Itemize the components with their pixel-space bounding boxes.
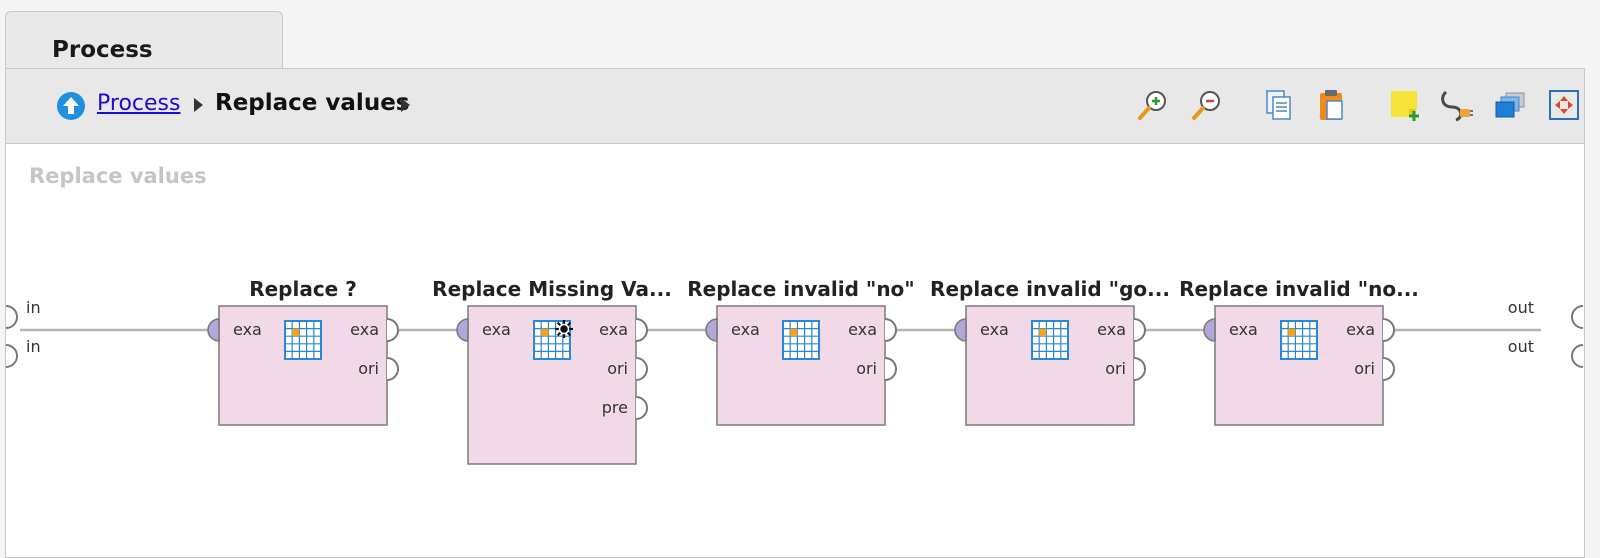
operator-input-port-label: exa — [731, 320, 760, 339]
operator-title: Replace invalid "go... — [930, 277, 1170, 301]
example-set-table-icon — [1031, 320, 1069, 360]
process-output-port[interactable] — [1571, 344, 1584, 368]
copy-icon[interactable] — [1260, 87, 1296, 123]
arrange-layers-icon[interactable] — [1492, 87, 1528, 123]
process-canvas[interactable]: Replace values Replace ? Replace Missing … — [6, 144, 1584, 557]
process-flow[interactable]: in in out out exa exa ori exa exa ori pre exa exa ori… — [6, 144, 1584, 554]
operator-output-port-label: exa — [1097, 320, 1126, 339]
operator-output-port-label: ori — [856, 359, 877, 378]
operator-output-port[interactable] — [1382, 318, 1395, 342]
operator-output-port[interactable] — [635, 318, 648, 342]
navigate-up-icon[interactable] — [56, 91, 86, 121]
breadcrumb-expand-icon[interactable] — [401, 98, 410, 112]
process-output-port[interactable] — [1571, 305, 1584, 329]
operator-title: Replace ? — [249, 277, 357, 301]
example-set-table-icon — [284, 320, 322, 360]
operator-output-port-label: ori — [607, 359, 628, 378]
breadcrumb-current: Replace values — [215, 90, 410, 116]
process-tab[interactable]: Process — [5, 11, 283, 75]
breadcrumb-separator-icon — [194, 98, 203, 112]
operator-output-port-label: ori — [1105, 359, 1126, 378]
operator-title: Replace invalid "no... — [1179, 277, 1419, 301]
canvas-title: Replace values — [29, 164, 207, 188]
operator-output-port[interactable] — [386, 357, 399, 381]
operator-input-port-label: exa — [1229, 320, 1258, 339]
operator-output-port-label: exa — [848, 320, 877, 339]
operator-output-port-label: exa — [350, 320, 379, 339]
example-set-table-icon — [782, 320, 820, 360]
operator-output-port[interactable] — [884, 318, 897, 342]
zoom-out-icon[interactable] — [1189, 87, 1225, 123]
operator[interactable]: exa exa ori — [1203, 305, 1395, 426]
operator-output-port[interactable] — [1133, 357, 1146, 381]
add-note-icon[interactable] — [1387, 87, 1423, 123]
operator-output-port-label: exa — [1346, 320, 1375, 339]
operator-input-port[interactable] — [207, 318, 220, 342]
process-input-label: in — [26, 298, 41, 317]
process-output-label: out — [1508, 298, 1534, 317]
operator-input-port[interactable] — [705, 318, 718, 342]
paste-icon[interactable] — [1313, 87, 1349, 123]
auto-wire-icon[interactable] — [1438, 87, 1474, 123]
operator-output-port-label: ori — [1354, 359, 1375, 378]
operator-input-port-label: exa — [233, 320, 262, 339]
operator[interactable]: exa exa ori — [954, 305, 1146, 426]
operator-output-port[interactable] — [1133, 318, 1146, 342]
operator-output-port[interactable] — [635, 357, 648, 381]
breadcrumb-process-link[interactable]: Process — [97, 91, 181, 116]
operator-title: Replace invalid "no" — [687, 277, 915, 301]
operator-input-port-label: exa — [482, 320, 511, 339]
example-set-table-icon — [1280, 320, 1318, 360]
operator-input-port-label: exa — [980, 320, 1009, 339]
preprocessing-gear-icon — [555, 320, 573, 338]
operator-output-port[interactable] — [386, 318, 399, 342]
operator-input-port[interactable] — [954, 318, 967, 342]
tab-label: Process — [52, 37, 153, 63]
operator-output-port-label: pre — [602, 398, 628, 417]
process-input-port[interactable] — [6, 305, 18, 329]
process-output-label: out — [1508, 337, 1534, 356]
operator-title: Replace Missing Va... — [432, 277, 672, 301]
process-toolbar: Process Replace values — [6, 69, 1584, 144]
process-input-label: in — [26, 337, 41, 356]
operator[interactable]: exa exa ori — [207, 305, 399, 426]
operator-output-port[interactable] — [1382, 357, 1395, 381]
process-panel: Process Replace values — [5, 68, 1585, 558]
operator-input-port[interactable] — [456, 318, 469, 342]
operator-output-port[interactable] — [635, 396, 648, 420]
operator-output-port-label: exa — [599, 320, 628, 339]
operator[interactable]: exa exa ori — [705, 305, 897, 426]
operator-input-port[interactable] — [1203, 318, 1216, 342]
fit-view-icon[interactable] — [1546, 87, 1582, 123]
process-input-port[interactable] — [6, 344, 18, 368]
operator-output-port-label: ori — [358, 359, 379, 378]
zoom-in-icon[interactable] — [1135, 87, 1171, 123]
operator[interactable]: exa exa ori pre — [456, 305, 648, 465]
operator-output-port[interactable] — [884, 357, 897, 381]
